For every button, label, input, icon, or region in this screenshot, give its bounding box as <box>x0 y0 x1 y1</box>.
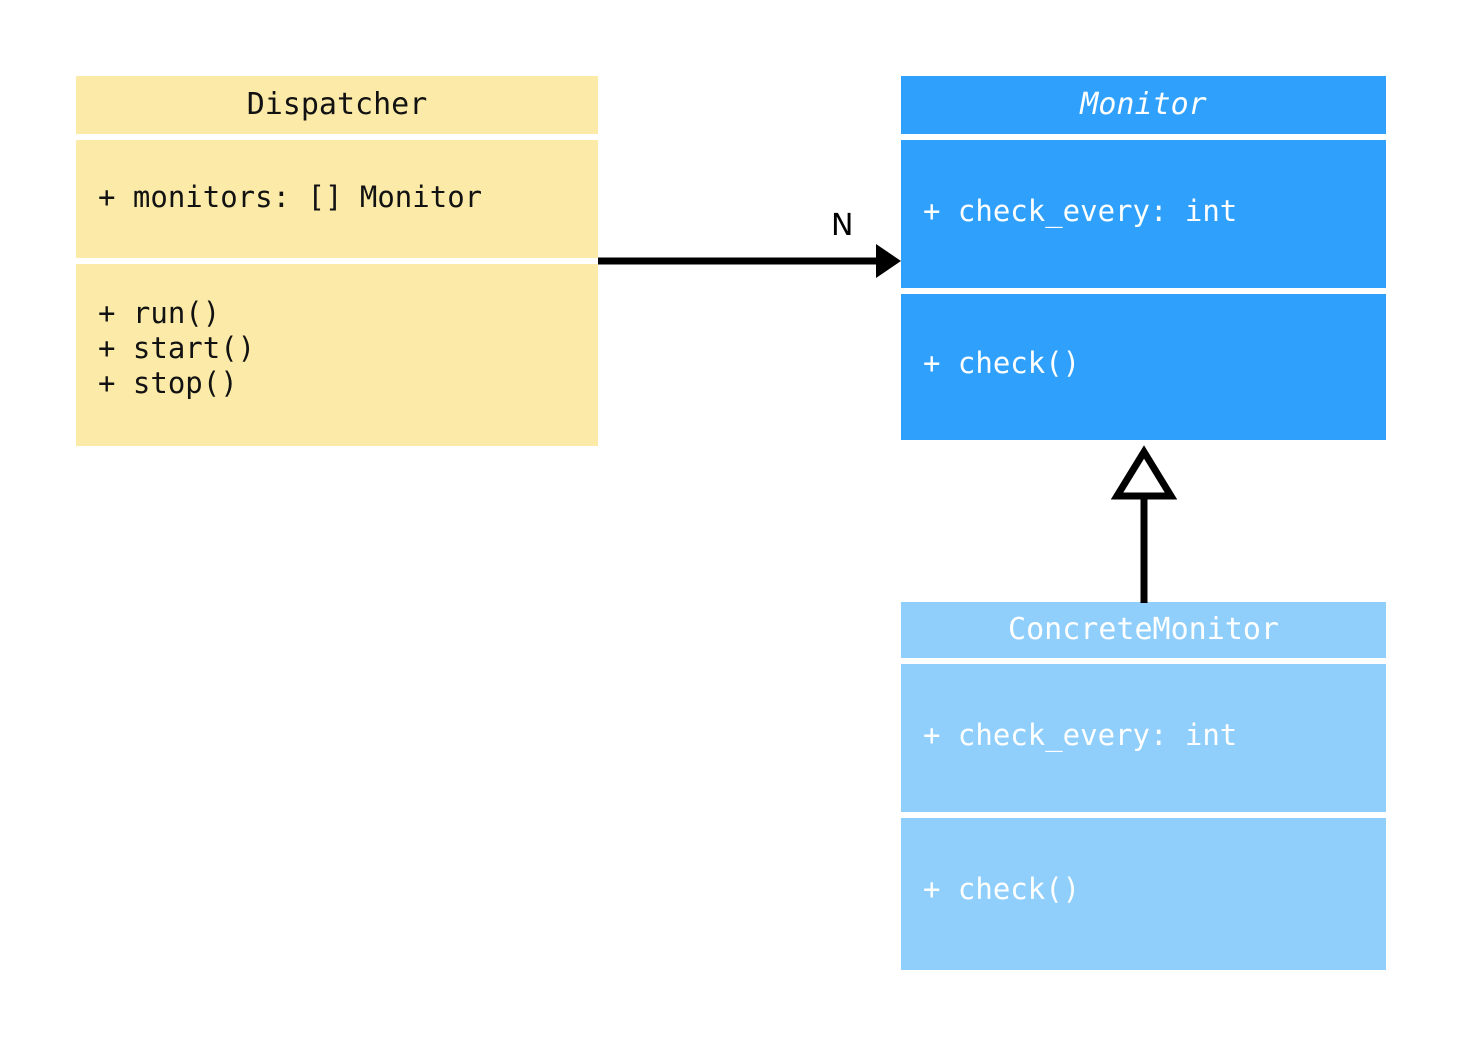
concretemonitor-name-compartment: ConcreteMonitor <box>901 602 1386 658</box>
concretemonitor-methods-compartment: + check() <box>901 818 1386 970</box>
dispatcher-attributes: + monitors: [] Monitor <box>98 180 483 214</box>
generalization-concretemonitor-to-monitor <box>1110 445 1178 603</box>
concretemonitor-methods: + check() <box>923 872 1081 906</box>
dispatcher-methods: + run() + start() + stop() <box>98 296 256 400</box>
association-arrowhead <box>876 244 901 278</box>
association-multiplicity-label: N <box>831 208 854 243</box>
monitor-attributes-compartment: + check_every: int <box>901 140 1386 288</box>
concretemonitor-attributes: + check_every: int <box>923 718 1238 752</box>
concretemonitor-attributes-compartment: + check_every: int <box>901 664 1386 812</box>
class-box-dispatcher[interactable]: Dispatcher + monitors: [] Monitor + run(… <box>76 76 598 446</box>
dispatcher-name-compartment: Dispatcher <box>76 76 598 134</box>
monitor-class-name: Monitor <box>1080 87 1207 122</box>
dispatcher-attributes-compartment: + monitors: [] Monitor <box>76 140 598 258</box>
monitor-methods-compartment: + check() <box>901 294 1386 440</box>
monitor-methods: + check() <box>923 346 1081 380</box>
generalization-hollow-triangle <box>1110 445 1178 500</box>
class-box-concretemonitor[interactable]: ConcreteMonitor + check_every: int + che… <box>901 602 1386 970</box>
association-dispatcher-to-monitor <box>598 244 901 278</box>
class-box-monitor[interactable]: Monitor + check_every: int + check() <box>901 76 1386 440</box>
dispatcher-methods-compartment: + run() + start() + stop() <box>76 264 598 446</box>
monitor-name-compartment: Monitor <box>901 76 1386 134</box>
monitor-attributes: + check_every: int <box>923 194 1238 228</box>
concretemonitor-class-name: ConcreteMonitor <box>1008 612 1279 647</box>
dispatcher-class-name: Dispatcher <box>246 87 428 122</box>
